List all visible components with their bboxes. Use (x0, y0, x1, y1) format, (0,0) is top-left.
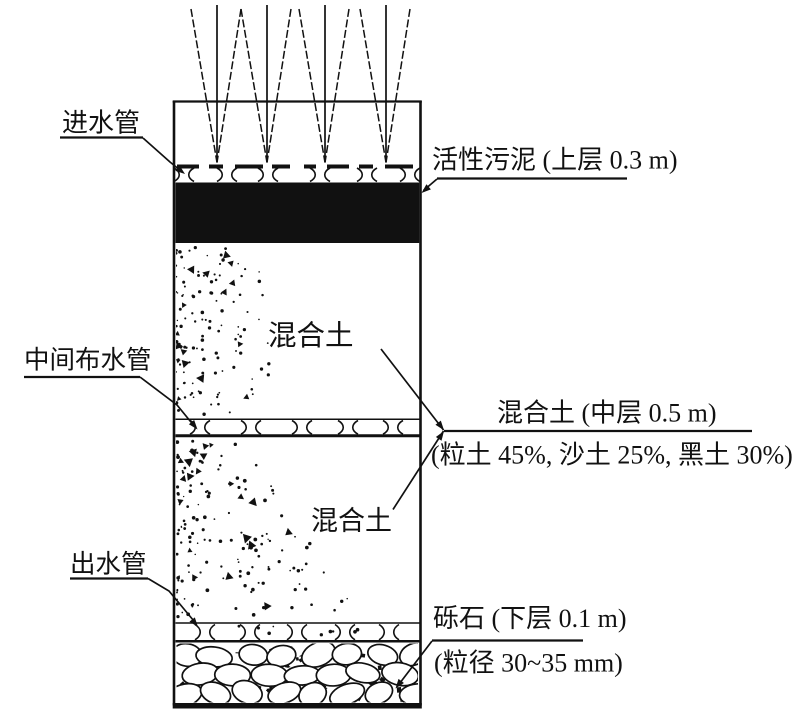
diagram-labels: 进水管 活性污泥 (上层 0.3 m) 混合土 中间布水管 混合土 (中层 0.… (24, 109, 793, 678)
soil-composition-label: (粒土 45%, 沙土 25%, 黑土 30%) (431, 441, 793, 470)
inlet-pipe-row (173, 167, 421, 183)
middle-pipe-leader (139, 376, 196, 428)
mixed-soil-lower-label: 混合土 (311, 506, 392, 536)
inlet-pipe-label: 进水管 (62, 109, 140, 138)
gravel-size-label: (粒径 30~35 mm) (434, 649, 623, 678)
mixed-middle-leader-lower (392, 430, 445, 510)
mixed-soil-lower-speckles (176, 439, 360, 637)
mixed-soil-upper-speckles (176, 246, 271, 416)
activated-sludge-label: 活性污泥 (上层 0.3 m) (432, 146, 678, 175)
activated-sludge-layer-fill (175, 182, 420, 243)
leader-lines (24, 136, 752, 687)
mixed-middle-leader-upper (380, 348, 445, 431)
inlet-spray-lines (190, 5, 411, 163)
middle-pipe-label: 中间布水管 (24, 346, 152, 375)
outlet-pipe-row (194, 623, 400, 641)
middle-distribution-pipe-row (189, 419, 404, 435)
outlet-pipe-label: 出水管 (70, 550, 147, 579)
inlet-leader (142, 137, 184, 174)
gravel-stones (176, 643, 418, 703)
outlet-leader (147, 577, 197, 625)
column-structure (172, 100, 422, 709)
gravel-label: 砾石 (下层 0.1 m) (433, 604, 627, 633)
leader-arrowheads (175, 165, 444, 689)
mixed-soil-upper-label: 混合土 (268, 320, 354, 352)
column-bottom-edge (172, 703, 422, 709)
mixed-soil-middle-label: 混合土 (中层 0.5 m) (497, 399, 717, 428)
gravel-leader (397, 640, 433, 687)
